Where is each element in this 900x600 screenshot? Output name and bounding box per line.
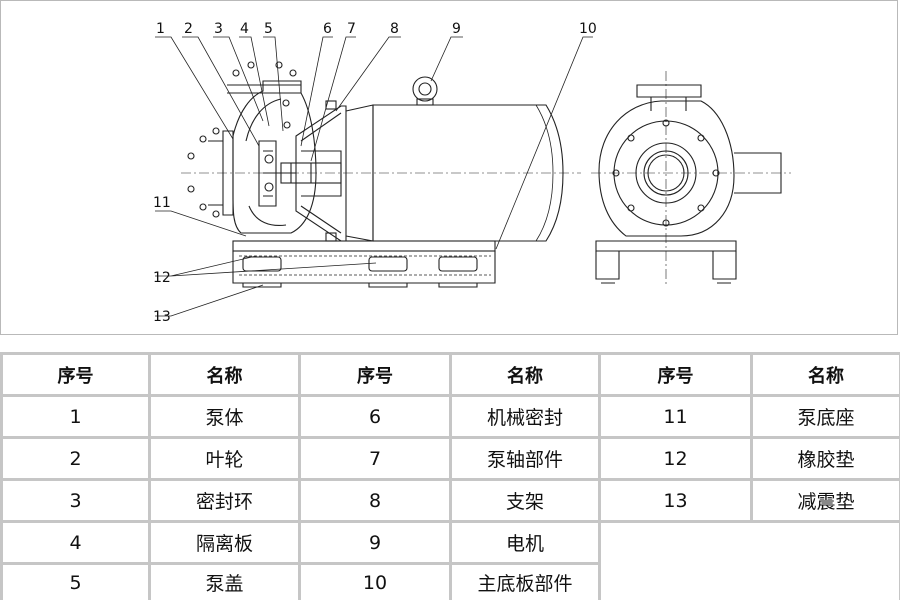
callout-1: 1	[156, 21, 165, 37]
legend-cell-index: 3	[3, 481, 148, 520]
legend-cell-index: 7	[301, 439, 449, 478]
pump-casing	[227, 61, 317, 234]
header-name-3: 名称	[753, 355, 899, 394]
inlet-flange	[187, 127, 234, 218]
shaft	[280, 162, 342, 184]
legend-empty-cell	[601, 523, 899, 565]
legend-cell-name: 主底板部件	[452, 565, 598, 600]
header-index-2: 序号	[301, 355, 449, 394]
side-view	[181, 61, 581, 288]
legend-cell-index: 9	[301, 523, 449, 562]
header-index-1: 序号	[3, 355, 148, 394]
legend-cell-index: 4	[3, 523, 148, 562]
callout-3: 3	[214, 21, 223, 37]
legend-cell-name: 机械密封	[452, 397, 598, 436]
legend-cell-name: 密封环	[151, 481, 298, 520]
callout-4: 4	[240, 21, 249, 37]
lifting-eye	[412, 76, 438, 106]
legend-cell-index: 11	[601, 397, 750, 436]
leader-lines	[155, 36, 593, 317]
legend-cell-index: 10	[301, 565, 449, 600]
legend-cell-name: 泵轴部件	[452, 439, 598, 478]
callout-13: 13	[153, 309, 171, 325]
base-plate	[232, 240, 496, 288]
legend-cell-name: 减震垫	[753, 481, 899, 520]
drawing-frame: 1 2 3 4 5 6 7 8 9 10 11 12 13	[0, 0, 898, 335]
legend-cell-name: 泵底座	[753, 397, 899, 436]
bracket	[295, 100, 347, 242]
callout-5: 5	[264, 21, 273, 37]
callout-11: 11	[153, 195, 171, 211]
callout-numbers: 1 2 3 4 5 6 7 8 9 10 11 12 13	[153, 21, 597, 325]
legend-cell-name: 叶轮	[151, 439, 298, 478]
callout-9: 9	[452, 21, 461, 37]
legend-cell-name: 泵体	[151, 397, 298, 436]
callout-2: 2	[184, 21, 193, 37]
legend-cell-name: 橡胶垫	[753, 439, 899, 478]
legend-cell-index: 6	[301, 397, 449, 436]
legend-cell-name: 泵盖	[151, 565, 298, 600]
callout-10: 10	[579, 21, 597, 37]
callout-8: 8	[390, 21, 399, 37]
header-index-3: 序号	[601, 355, 750, 394]
motor	[345, 76, 564, 242]
callout-12: 12	[153, 270, 171, 286]
legend-cell-index: 1	[3, 397, 148, 436]
legend-cell-name: 隔离板	[151, 523, 298, 562]
legend-cell-index: 8	[301, 481, 449, 520]
header-name-1: 名称	[151, 355, 298, 394]
callout-7: 7	[347, 21, 356, 37]
legend-cell-name: 支架	[452, 481, 598, 520]
legend-cell-index: 2	[3, 439, 148, 478]
pump-assembly-drawing: 1 2 3 4 5 6 7 8 9 10 11 12 13	[153, 21, 791, 325]
legend-cell-index: 5	[3, 565, 148, 600]
legend-cell-index: 13	[601, 481, 750, 520]
legend-cell-index: 12	[601, 439, 750, 478]
legend-empty-cell	[601, 562, 899, 600]
legend-cell-name: 电机	[452, 523, 598, 562]
front-view	[591, 71, 791, 286]
header-name-2: 名称	[452, 355, 598, 394]
callout-6: 6	[323, 21, 332, 37]
